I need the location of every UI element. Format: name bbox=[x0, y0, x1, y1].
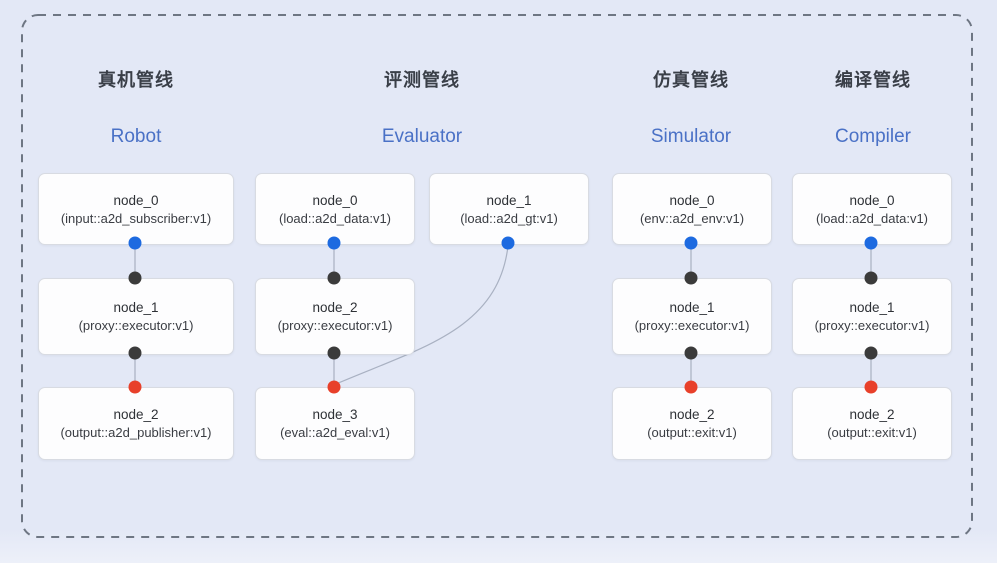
node-box-compiler-node2: node_2 (output::exit:v1) bbox=[792, 387, 952, 460]
node-type: (proxy::executor:v1) bbox=[814, 318, 930, 333]
node-name: node_3 bbox=[312, 407, 358, 422]
input-port-dot bbox=[864, 346, 878, 360]
node-name: node_1 bbox=[113, 300, 159, 315]
node-box-simulator-node2: node_2 (output::exit:v1) bbox=[612, 387, 772, 460]
node-box-simulator-node1: node_1 (proxy::executor:v1) bbox=[612, 278, 772, 355]
node-type: (proxy::executor:v1) bbox=[634, 318, 750, 333]
input-port-dot bbox=[684, 271, 698, 285]
output-port-dot bbox=[128, 236, 142, 250]
result-port-dot bbox=[128, 380, 142, 394]
node-box-evaluator-node2: node_2 (proxy::executor:v1) bbox=[255, 278, 415, 355]
node-type: (output::exit:v1) bbox=[827, 425, 917, 440]
output-port-dot bbox=[864, 236, 878, 250]
output-port-dot bbox=[327, 236, 341, 250]
dashed-container-border bbox=[21, 14, 973, 538]
result-port-dot bbox=[864, 380, 878, 394]
result-port-dot bbox=[327, 380, 341, 394]
node-box-simulator-node0: node_0 (env::a2d_env:v1) bbox=[612, 173, 772, 245]
node-box-robot-node2: node_2 (output::a2d_publisher:v1) bbox=[38, 387, 234, 460]
node-name: node_0 bbox=[849, 192, 895, 208]
input-port-dot bbox=[864, 271, 878, 285]
node-name: node_1 bbox=[849, 300, 895, 315]
node-name: node_0 bbox=[669, 192, 715, 208]
pipeline-title-en-robot: Robot bbox=[110, 126, 162, 147]
node-name: node_0 bbox=[113, 192, 159, 208]
node-type: (load::a2d_data:v1) bbox=[815, 210, 929, 226]
node-box-robot-node1: node_1 (proxy::executor:v1) bbox=[38, 278, 234, 355]
result-port-dot bbox=[684, 380, 698, 394]
input-port-dot bbox=[327, 346, 341, 360]
node-name: node_2 bbox=[113, 407, 159, 422]
node-name: node_2 bbox=[669, 407, 715, 422]
node-type: (output::a2d_publisher:v1) bbox=[60, 425, 212, 440]
input-port-dot bbox=[128, 346, 142, 360]
node-name: node_2 bbox=[849, 407, 895, 422]
node-type: (eval::a2d_eval:v1) bbox=[280, 425, 390, 440]
pipeline-title-cn-evaluator: 评测管线 bbox=[384, 70, 460, 90]
input-port-dot bbox=[128, 271, 142, 285]
input-port-dot bbox=[684, 346, 698, 360]
node-box-robot-node0: node_0 (input::a2d_subscriber:v1) bbox=[38, 173, 234, 245]
node-box-evaluator-node0: node_0 (load::a2d_data:v1) bbox=[255, 173, 415, 245]
node-box-compiler-node0: node_0 (load::a2d_data:v1) bbox=[792, 173, 952, 245]
node-type: (proxy::executor:v1) bbox=[277, 318, 393, 333]
node-type: (input::a2d_subscriber:v1) bbox=[60, 210, 212, 226]
node-box-compiler-node1: node_1 (proxy::executor:v1) bbox=[792, 278, 952, 355]
node-type: (proxy::executor:v1) bbox=[78, 318, 194, 333]
node-type: (load::a2d_data:v1) bbox=[278, 210, 392, 226]
pipeline-title-cn-simulator: 仿真管线 bbox=[653, 70, 729, 90]
pipeline-title-cn-compiler: 编译管线 bbox=[835, 70, 911, 90]
input-port-dot bbox=[327, 271, 341, 285]
output-port-dot bbox=[684, 236, 698, 250]
output-port-dot bbox=[501, 236, 515, 250]
node-type: (env::a2d_env:v1) bbox=[639, 210, 745, 226]
node-type: (load::a2d_gt:v1) bbox=[460, 210, 558, 226]
node-box-evaluator-node1: node_1 (load::a2d_gt:v1) bbox=[429, 173, 589, 245]
pipeline-title-en-evaluator: Evaluator bbox=[381, 126, 463, 147]
node-name: node_0 bbox=[312, 192, 358, 208]
pipeline-title-en-simulator: Simulator bbox=[650, 126, 732, 147]
node-name: node_2 bbox=[312, 300, 358, 315]
node-name: node_1 bbox=[486, 192, 532, 208]
edge-evaluator-gt-to-eval bbox=[335, 245, 509, 385]
node-type: (output::exit:v1) bbox=[647, 425, 737, 440]
node-name: node_1 bbox=[669, 300, 715, 315]
pipeline-title-cn-robot: 真机管线 bbox=[98, 70, 174, 90]
node-box-evaluator-node3: node_3 (eval::a2d_eval:v1) bbox=[255, 387, 415, 460]
pipeline-title-en-compiler: Compiler bbox=[834, 126, 912, 147]
